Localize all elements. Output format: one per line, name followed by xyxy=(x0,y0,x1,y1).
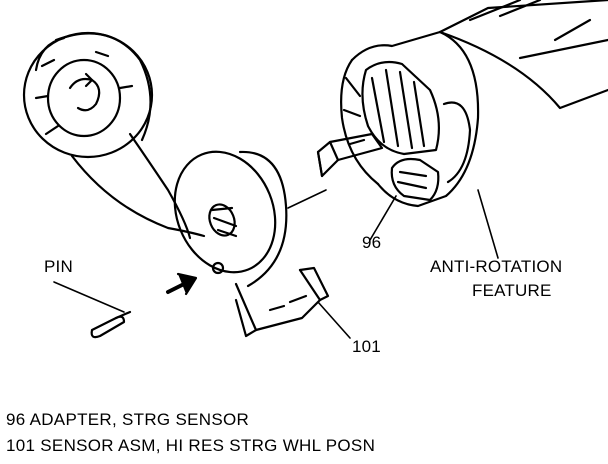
legend-item-96: 96 ADAPTER, STRG SENSOR xyxy=(6,410,250,429)
adapter-ref-callout: 96 xyxy=(362,233,382,252)
pin-and-arrow xyxy=(90,272,198,339)
anti-rotation-callout-line2: FEATURE xyxy=(472,281,552,300)
pin-callout: PIN xyxy=(44,257,73,276)
steering-sensor-adapter xyxy=(316,30,480,208)
steering-column xyxy=(438,0,608,110)
legend-item-101: 101 SENSOR ASM, HI RES STRG WHL POSN xyxy=(6,436,376,455)
leader-lines xyxy=(53,189,499,339)
sensor-assembly xyxy=(173,150,330,338)
anti-rotation-callout-line1: ANTI-ROTATION xyxy=(430,257,563,276)
coil-reel xyxy=(22,31,206,240)
sensor-ref-callout: 101 xyxy=(352,337,381,356)
